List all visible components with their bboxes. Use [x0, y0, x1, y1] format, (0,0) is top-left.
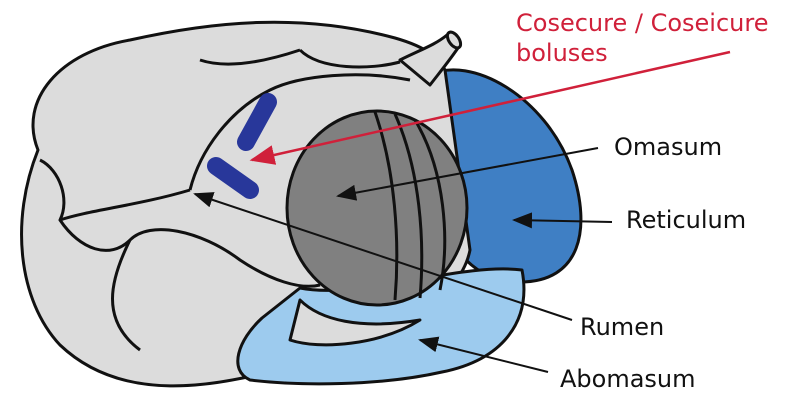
reticulum-arrow	[512, 212, 613, 229]
abomasum-arrow	[418, 336, 549, 373]
leader-arrows	[193, 147, 613, 373]
boluses-label-line2: boluses	[516, 39, 608, 67]
rumen-arrow	[193, 192, 573, 321]
abomasum-label: Abomasum	[560, 365, 696, 393]
omasum-arrow	[336, 147, 599, 201]
boluses-arrow	[249, 50, 731, 165]
omasum-folds	[373, 111, 447, 301]
bolus-lower	[207, 157, 259, 199]
reticulum-label: Reticulum	[626, 206, 747, 234]
abomasum-fold	[288, 298, 422, 347]
boluses-label-line1: Cosecure / Coseicure	[516, 9, 769, 37]
omasum-label: Omasum	[614, 133, 723, 161]
boluses	[207, 93, 277, 199]
rumen-folds	[39, 48, 411, 352]
rumen-label: Rumen	[580, 313, 665, 341]
bolus-upper	[237, 93, 277, 151]
esophagus-opening	[445, 30, 463, 50]
